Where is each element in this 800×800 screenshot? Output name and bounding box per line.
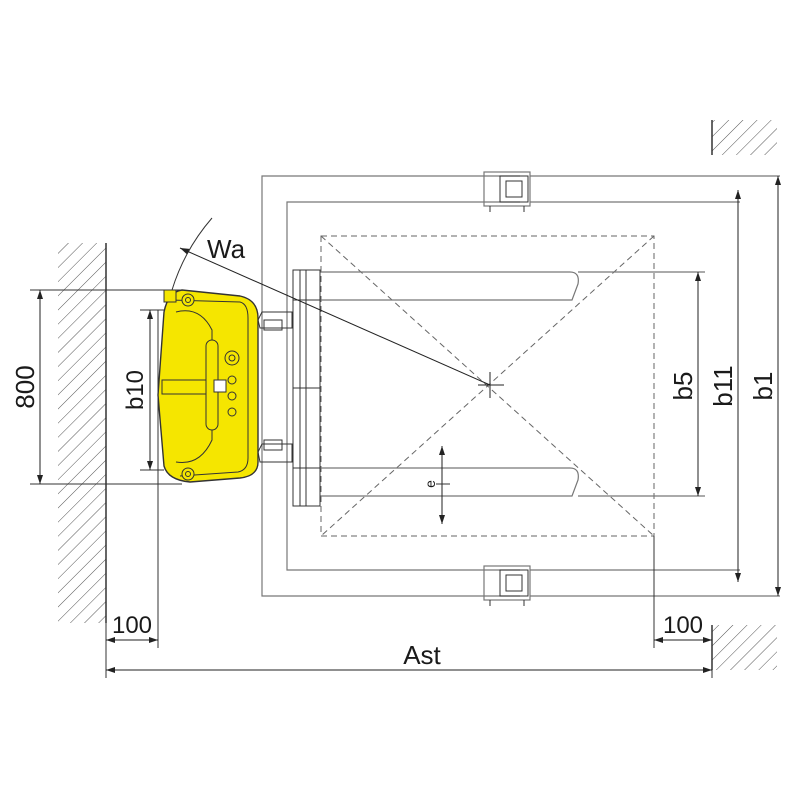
- turning-arc: [171, 217, 213, 291]
- dim-e: e: [422, 446, 450, 524]
- pallet-frame: [261, 175, 780, 597]
- dim-b10: b10: [122, 309, 164, 471]
- top-bracket: [483, 171, 531, 212]
- label-b11: b11: [708, 365, 738, 406]
- label-gap-left: 100: [112, 612, 152, 639]
- dim-gap-right: 100: [654, 612, 712, 643]
- bolt-icon-top: [181, 293, 195, 307]
- forks: [320, 271, 705, 497]
- dim-gap-left: 100: [106, 612, 158, 643]
- wa-line: [179, 247, 491, 386]
- label-b10: b10: [122, 370, 149, 410]
- bolt-icon-bottom: [181, 467, 195, 481]
- display-icon: [213, 379, 227, 393]
- dim-ast: Ast: [106, 640, 712, 673]
- dim-b11: b11: [708, 190, 741, 582]
- control-button-icon: [224, 350, 240, 366]
- label-b5: b5: [668, 372, 698, 401]
- load-outline: [320, 235, 655, 537]
- dim-b1: b1: [748, 176, 781, 596]
- bottom-right-wall: [711, 625, 777, 670]
- label-ast: Ast: [403, 640, 441, 670]
- dim-800: 800: [10, 289, 182, 485]
- label-b1: b1: [748, 372, 778, 401]
- label-800: 800: [10, 365, 40, 408]
- pallet-truck-body: [157, 289, 259, 483]
- label-e: e: [422, 480, 438, 488]
- left-wall: [58, 243, 107, 623]
- bottom-bracket: [483, 565, 531, 606]
- fork-carriage: [292, 269, 321, 507]
- dim-b5: b5: [668, 272, 701, 496]
- top-right-wall: [711, 120, 777, 155]
- label-wa: Wa: [207, 234, 246, 264]
- label-gap-right: 100: [663, 612, 703, 639]
